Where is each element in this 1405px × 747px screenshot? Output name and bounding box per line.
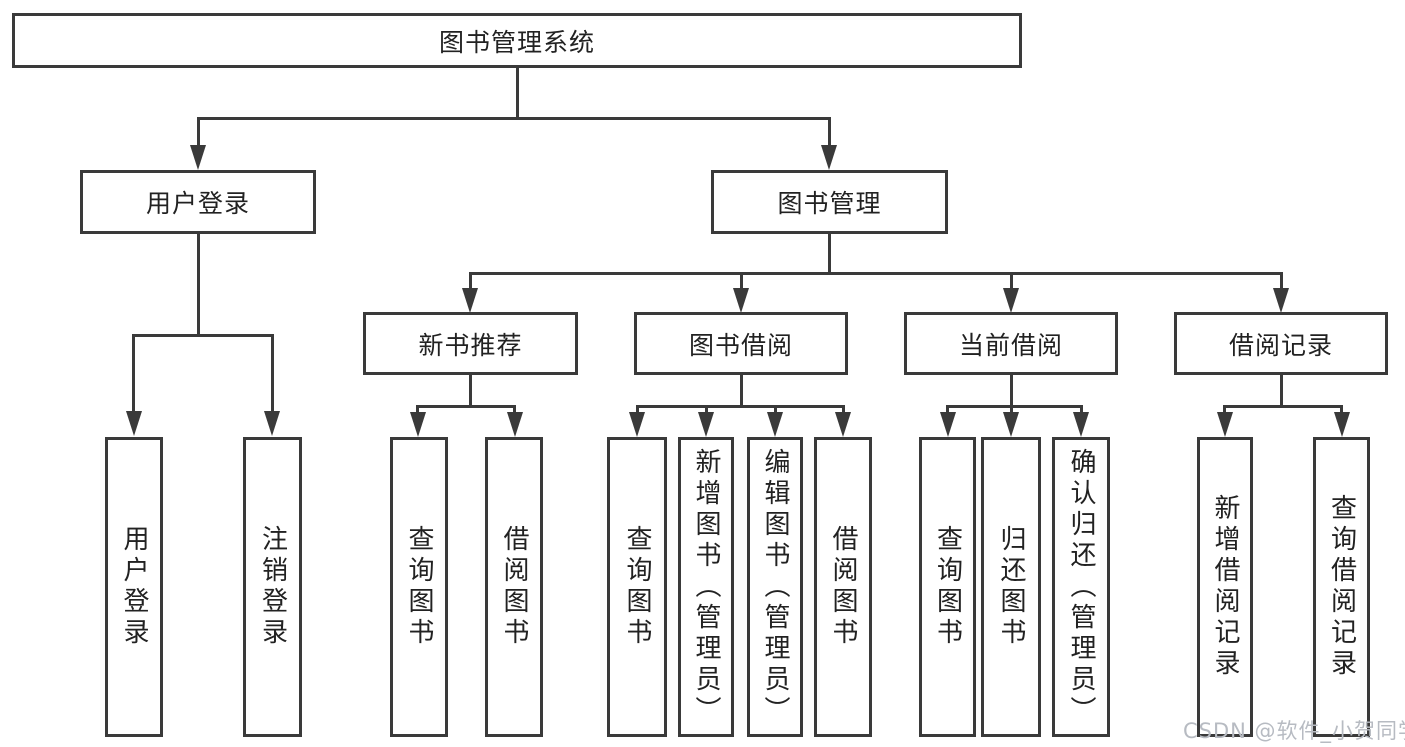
connector-line	[1010, 272, 1013, 290]
node-book-borrow: 图书借阅	[634, 312, 848, 375]
leaf-edit-book-admin-label: 编辑图书（管理员）	[760, 447, 790, 727]
arrowhead-down-icon	[1073, 412, 1089, 437]
connector-line	[197, 234, 200, 337]
leaf-add-book-admin-label: 新增图书（管理员）	[691, 447, 721, 727]
leaf-logout-label: 注销登录	[257, 525, 288, 649]
connector-line	[842, 405, 845, 415]
leaf-user-login-label: 用户登录	[119, 525, 149, 649]
leaf-add-borrow-record: 新增借阅记录	[1197, 437, 1253, 737]
node-root-label: 图书管理系统	[438, 27, 595, 57]
connector-line	[1010, 405, 1013, 415]
arrowhead-down-icon	[821, 145, 837, 170]
arrowhead-down-icon	[1003, 412, 1019, 437]
connector-line	[1080, 405, 1083, 415]
connector-line	[740, 272, 743, 290]
arrowhead-down-icon	[190, 145, 206, 170]
node-borrow-records: 借阅记录	[1174, 312, 1388, 375]
connector-line	[1223, 405, 1226, 415]
node-new-book-recommend: 新书推荐	[363, 312, 578, 375]
node-user-login: 用户登录	[80, 170, 316, 234]
connector-line	[1010, 375, 1013, 408]
connector-line	[946, 405, 949, 415]
leaf-query-borrow-record-label: 查询借阅记录	[1326, 494, 1357, 680]
connector-line	[1280, 375, 1283, 408]
arrowhead-down-icon	[264, 411, 280, 436]
leaf-borrow-book-2-label: 借阅图书	[828, 525, 858, 649]
node-user-login-label: 用户登录	[145, 189, 250, 218]
leaf-query-book-1: 查询图书	[390, 437, 448, 737]
connector-line	[774, 405, 777, 415]
leaf-return-book: 归还图书	[981, 437, 1041, 737]
connector-line	[740, 375, 743, 408]
arrowhead-down-icon	[1217, 412, 1233, 437]
node-book-management: 图书管理	[711, 170, 948, 234]
connector-line	[516, 68, 519, 118]
leaf-add-book-admin: 新增图书（管理员）	[678, 437, 734, 737]
arrowhead-down-icon	[507, 412, 523, 437]
connector-line	[636, 405, 845, 408]
leaf-logout: 注销登录	[243, 437, 302, 737]
leaf-add-borrow-record-label: 新增借阅记录	[1210, 494, 1240, 680]
arrowhead-down-icon	[629, 412, 645, 437]
connector-line	[132, 334, 274, 337]
leaf-user-login: 用户登录	[105, 437, 163, 737]
arrowhead-down-icon	[126, 411, 142, 436]
node-current-borrow: 当前借阅	[904, 312, 1118, 375]
arrowhead-down-icon	[1003, 288, 1019, 313]
node-root: 图书管理系统	[12, 13, 1022, 68]
arrowhead-down-icon	[410, 412, 426, 437]
connector-line	[132, 334, 135, 412]
leaf-query-book-3: 查询图书	[919, 437, 976, 737]
leaf-confirm-return-admin: 确认归还（管理员）	[1052, 437, 1110, 737]
connector-line	[197, 117, 831, 120]
arrowhead-down-icon	[1334, 412, 1350, 437]
arrowhead-down-icon	[1273, 288, 1289, 313]
leaf-edit-book-admin: 编辑图书（管理员）	[747, 437, 803, 737]
leaf-confirm-return-admin-label: 确认归还（管理员）	[1066, 447, 1096, 727]
watermark: CSDN @软件_小贺同学	[1183, 719, 1405, 743]
connector-line	[197, 117, 200, 147]
node-current-borrow-label: 当前借阅	[958, 330, 1063, 360]
node-borrow-records-label: 借阅记录	[1228, 330, 1333, 360]
leaf-borrow-book-2: 借阅图书	[814, 437, 872, 737]
arrowhead-down-icon	[940, 412, 956, 437]
connector-line	[469, 272, 472, 290]
connector-line	[271, 334, 274, 412]
arrowhead-down-icon	[462, 288, 478, 313]
connector-line	[1340, 405, 1343, 415]
node-book-management-label: 图书管理	[777, 189, 882, 218]
connector-line	[1280, 272, 1283, 290]
leaf-query-book-2-label: 查询图书	[622, 525, 652, 649]
leaf-borrow-book-1: 借阅图书	[485, 437, 543, 737]
connector-line	[469, 375, 472, 408]
connector-line	[1223, 405, 1343, 408]
connector-line	[828, 117, 831, 147]
connector-line	[828, 234, 831, 275]
leaf-query-book-2: 查询图书	[607, 437, 667, 737]
connector-line	[636, 405, 639, 415]
arrowhead-down-icon	[835, 412, 851, 437]
leaf-return-book-label: 归还图书	[996, 525, 1026, 649]
node-book-borrow-label: 图书借阅	[688, 330, 793, 360]
leaf-query-book-1-label: 查询图书	[404, 525, 434, 649]
leaf-query-borrow-record: 查询借阅记录	[1313, 437, 1370, 737]
leaf-borrow-book-1-label: 借阅图书	[499, 525, 529, 649]
connector-line	[469, 272, 1283, 275]
connector-line	[416, 405, 419, 415]
arrowhead-down-icon	[733, 288, 749, 313]
connector-line	[416, 405, 516, 408]
connector-line	[946, 405, 1083, 408]
connector-line	[705, 405, 708, 415]
node-new-book-recommend-label: 新书推荐	[418, 330, 523, 360]
arrowhead-down-icon	[767, 412, 783, 437]
connector-line	[513, 405, 516, 415]
arrowhead-down-icon	[698, 412, 714, 437]
leaf-query-book-3-label: 查询图书	[932, 525, 963, 649]
